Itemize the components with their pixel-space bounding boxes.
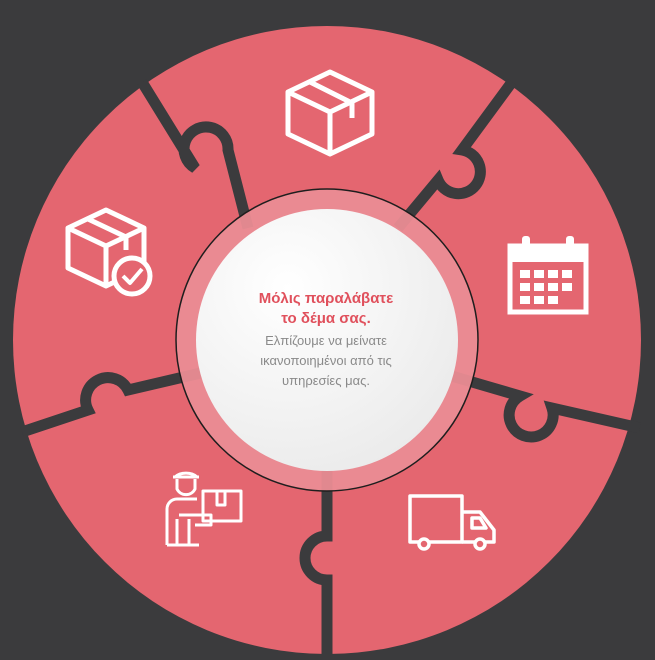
calendar-icon <box>507 236 589 315</box>
center-ring-outline <box>175 188 479 492</box>
package-icon <box>285 69 375 157</box>
center-message: Μόλις παραλάβατε το δέμα σας. Ελπίζουμε … <box>196 210 456 470</box>
puzzle-separators <box>20 78 642 655</box>
separator-right <box>436 366 642 443</box>
separator-bottom <box>299 470 333 655</box>
separator-left <box>20 366 207 438</box>
center-description: Ελπίζουμε να μείνατε ικανοποιημένοι από … <box>260 333 392 388</box>
center-disc <box>196 209 458 471</box>
courier-with-package-icon <box>165 471 243 547</box>
separator-top-right <box>393 78 517 232</box>
center-title: Μόλις παραλάβατε το δέμα σας. <box>258 290 394 327</box>
delivery-truck-icon <box>408 494 496 551</box>
separator-top-left <box>137 79 254 230</box>
package-delivered-check-icon <box>65 207 153 297</box>
